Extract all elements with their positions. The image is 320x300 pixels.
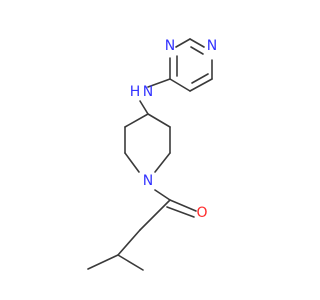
molecule-structure: N N N H N O xyxy=(87,38,218,271)
bond xyxy=(117,229,141,256)
bond xyxy=(189,38,205,48)
bond xyxy=(124,113,149,128)
bond xyxy=(189,78,213,92)
bond xyxy=(117,254,144,271)
bond xyxy=(166,206,195,218)
bond xyxy=(190,46,204,55)
bond xyxy=(154,189,171,201)
atom-label-h-amine: H xyxy=(130,84,141,100)
bond xyxy=(175,38,191,48)
atom-label-n-pyrimidine-right: N xyxy=(165,38,175,54)
atom-labels: N N N H N O xyxy=(130,38,218,221)
bond xyxy=(169,78,191,92)
atom-label-o-carbonyl: O xyxy=(196,205,207,221)
bond xyxy=(124,152,140,173)
atom-label-n-amine: N xyxy=(143,84,153,100)
atom-label-n-piperidine: N xyxy=(143,173,153,189)
bond-lines xyxy=(87,38,213,271)
bond xyxy=(139,100,149,115)
bond xyxy=(139,199,171,231)
bond xyxy=(147,78,171,88)
bond xyxy=(191,73,209,84)
bond xyxy=(147,113,171,128)
bond xyxy=(87,254,119,270)
atom-label-n-pyrimidine-top: N xyxy=(207,38,217,54)
bond xyxy=(169,199,197,212)
bond xyxy=(154,152,171,173)
